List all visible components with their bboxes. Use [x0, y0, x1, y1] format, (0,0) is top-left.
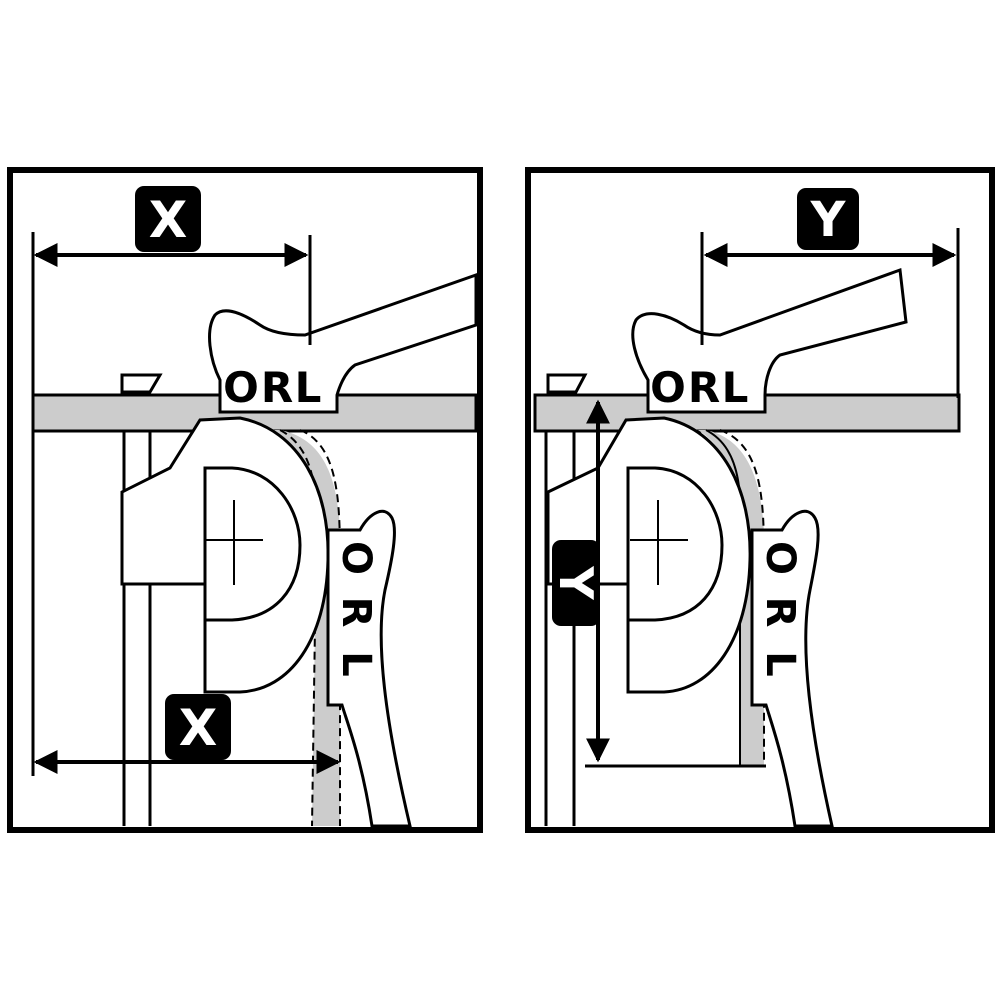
right-template-top-r: R	[688, 363, 720, 412]
left-template-top-r: R	[261, 363, 293, 412]
left-template-side-l: L	[333, 651, 379, 677]
left-template-top	[208, 272, 478, 414]
right-clip	[546, 373, 588, 394]
left-dim-label-bg-bottom	[165, 694, 231, 760]
left-template-top-l: L	[295, 363, 322, 412]
right-template-top	[631, 267, 908, 414]
right-hinge-cup	[626, 466, 724, 622]
right-dim-label-top: Y	[810, 192, 847, 248]
right-template-top-l: L	[722, 363, 749, 412]
right-template-side	[750, 509, 834, 828]
left-template-side-r: R	[333, 597, 379, 628]
left-hinge-cup	[203, 466, 302, 622]
right-template-side-o: O	[757, 541, 803, 575]
left-template-top-o: O	[223, 363, 259, 412]
left-clip	[120, 373, 163, 394]
right-dim-label-bg-side	[552, 540, 600, 626]
left-dim-label-top: X	[149, 191, 188, 249]
right-template-side-r: R	[757, 597, 803, 628]
right-template-top-o: O	[650, 363, 686, 412]
left-dim-label-bg-top	[135, 186, 201, 252]
left-dim-label-bottom: X	[179, 699, 218, 757]
left-panel: O R L O R L X X	[7, 167, 483, 833]
left-template-side	[326, 509, 412, 828]
right-panel: O R L O R L Y Y	[525, 167, 995, 833]
left-template-side-o: O	[333, 541, 379, 575]
right-dim-label-side: Y	[549, 565, 603, 600]
right-template-side-l: L	[757, 651, 803, 677]
right-dim-label-bg-top	[797, 188, 859, 250]
